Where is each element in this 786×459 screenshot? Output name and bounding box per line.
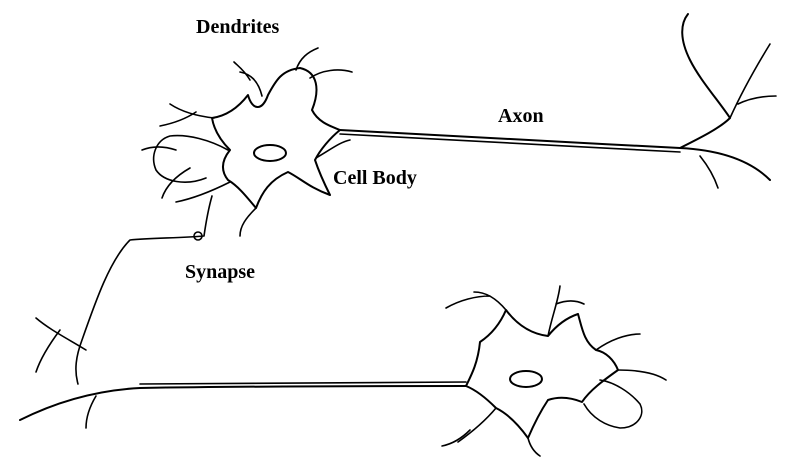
synapse-connection xyxy=(76,196,212,384)
axon-label: Axon xyxy=(498,106,544,126)
upper-dendrite-top2 xyxy=(296,48,352,78)
upper-dendrite-top xyxy=(234,62,262,96)
upper-dendrite-bottom xyxy=(176,182,256,236)
lower-axon xyxy=(20,386,466,420)
lower-dendrite-top xyxy=(446,292,506,310)
synapse-label: Synapse xyxy=(185,262,255,282)
upper-neuron xyxy=(36,14,776,384)
upper-axon-terminal-top xyxy=(680,14,730,148)
lower-axon-inner xyxy=(140,382,466,384)
upper-axon-inner xyxy=(340,134,680,152)
upper-dendrite-left3 xyxy=(142,147,190,198)
upper-nucleus xyxy=(254,145,286,161)
upper-axon-terminal-bottom xyxy=(700,156,718,188)
upper-cell-body-outline xyxy=(212,68,340,208)
lower-dendrite-right2 xyxy=(584,380,642,428)
lower-dendrite-right xyxy=(596,334,666,380)
synapse-branch-left xyxy=(36,318,86,372)
lower-nucleus xyxy=(510,371,542,387)
lower-neuron xyxy=(20,286,666,456)
cell-body-label: Cell Body xyxy=(333,168,417,188)
dendrites-label: Dendrites xyxy=(196,17,279,37)
lower-dendrite-bottom xyxy=(458,408,540,456)
lower-cell-body-outline xyxy=(466,310,618,438)
upper-axon-terminal-branch xyxy=(730,44,776,118)
upper-dendrite-left2 xyxy=(154,136,228,183)
lower-axon-terminal-branch xyxy=(86,396,96,428)
lower-dendrite-bottom2 xyxy=(442,430,470,446)
upper-dendrite-left xyxy=(160,104,214,126)
